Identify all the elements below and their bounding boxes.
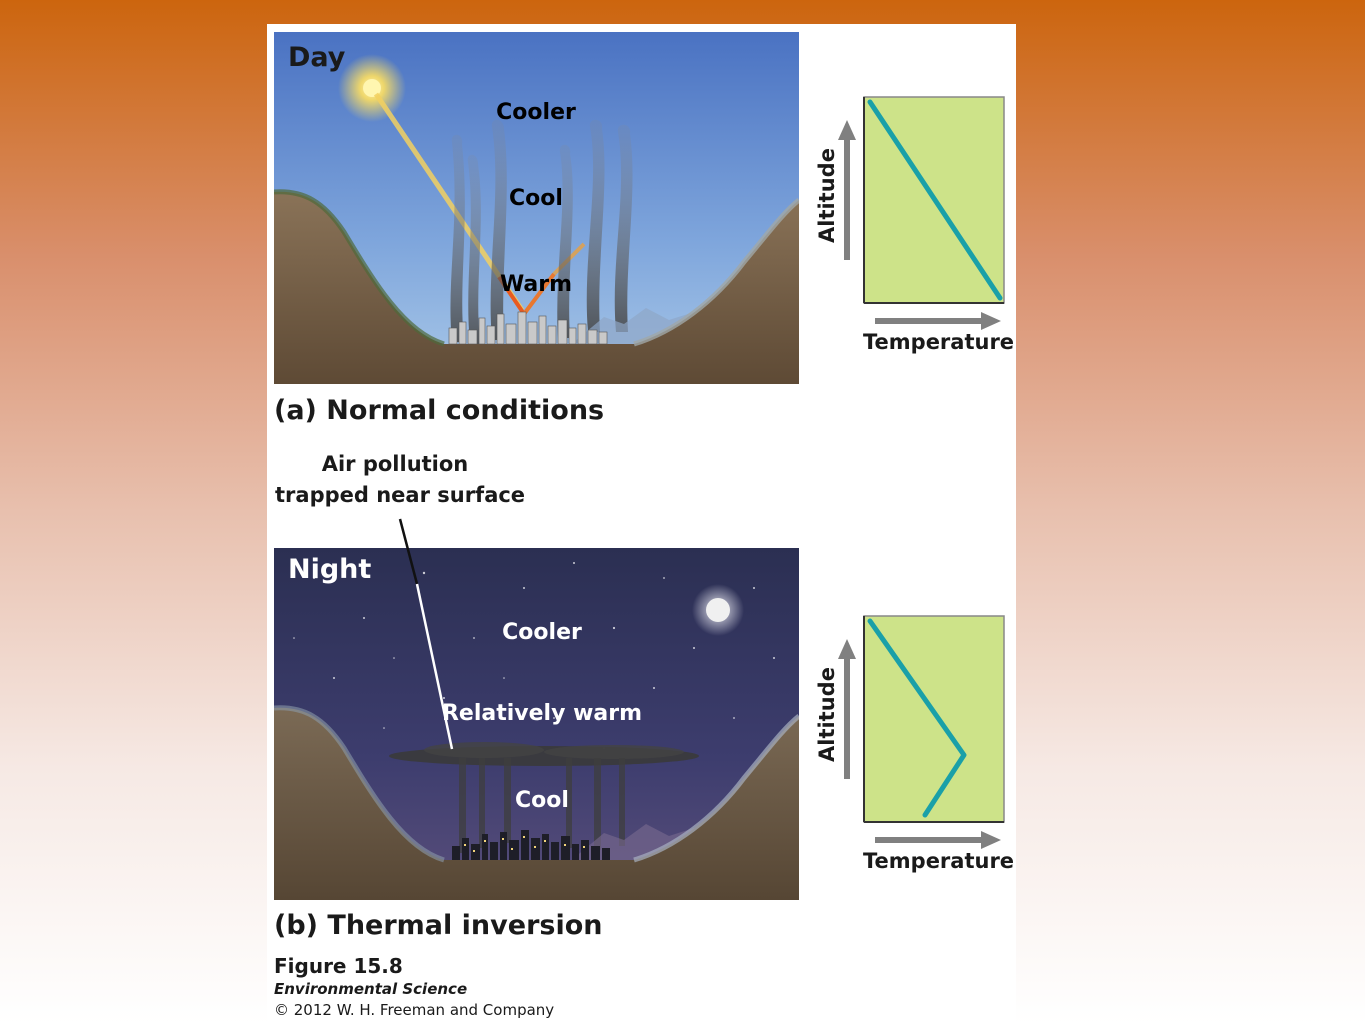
annotation-pointer-night — [415, 583, 454, 750]
night-scene: Night Cooler Relatively warm Cool — [274, 548, 799, 900]
caption-normal-conditions: (a) Normal conditions — [274, 395, 605, 426]
temperature-axis-label: Temperature — [863, 849, 1015, 873]
temperature-profile-line — [867, 618, 967, 818]
normal-profile-chart — [838, 96, 1005, 330]
book-title: Environmental Science — [274, 980, 468, 998]
graph-area — [863, 615, 1005, 823]
temperature-axis-label: Temperature — [863, 330, 1015, 354]
annotation-line-2: trapped near surface — [275, 483, 526, 507]
annotation-pointer-layer — [398, 518, 454, 750]
normal-profile-graph: Altitude Temperature — [807, 90, 1017, 354]
temperature-arrow-head — [981, 312, 1001, 330]
altitude-arrow-head — [838, 120, 856, 140]
altitude-axis-label: Altitude — [815, 667, 839, 762]
temperature-profile-line — [867, 99, 1003, 301]
warm-label: Warm — [499, 272, 573, 297]
cooler-label: Cooler — [496, 100, 576, 125]
night-scene-illustration — [274, 548, 799, 900]
cooler-label-night: Cooler — [502, 620, 582, 645]
figure-slide: Day Cooler Cool Warm Altitude Temperatur… — [267, 24, 1016, 1024]
annotation-line-1: Air pollution — [321, 452, 469, 476]
caption-thermal-inversion: (b) Thermal inversion — [274, 910, 603, 941]
copyright-line: © 2012 W. H. Freeman and Company — [274, 1001, 555, 1019]
night-title: Night — [288, 554, 372, 585]
inversion-profile-graph: Altitude Temperature — [807, 609, 1017, 873]
inversion-profile-chart — [838, 615, 1005, 849]
annotation-pointer — [398, 518, 419, 585]
day-title: Day — [288, 42, 346, 73]
cool-label: Cool — [509, 186, 563, 211]
relatively-warm-label: Relatively warm — [441, 701, 643, 726]
day-scene: Day Cooler Cool Warm — [274, 32, 799, 384]
day-scene-illustration — [274, 32, 799, 384]
temperature-arrow-head — [981, 831, 1001, 849]
cool-label-night: Cool — [515, 788, 569, 813]
altitude-arrow-head — [838, 639, 856, 659]
figure-number: Figure 15.8 — [274, 954, 403, 978]
